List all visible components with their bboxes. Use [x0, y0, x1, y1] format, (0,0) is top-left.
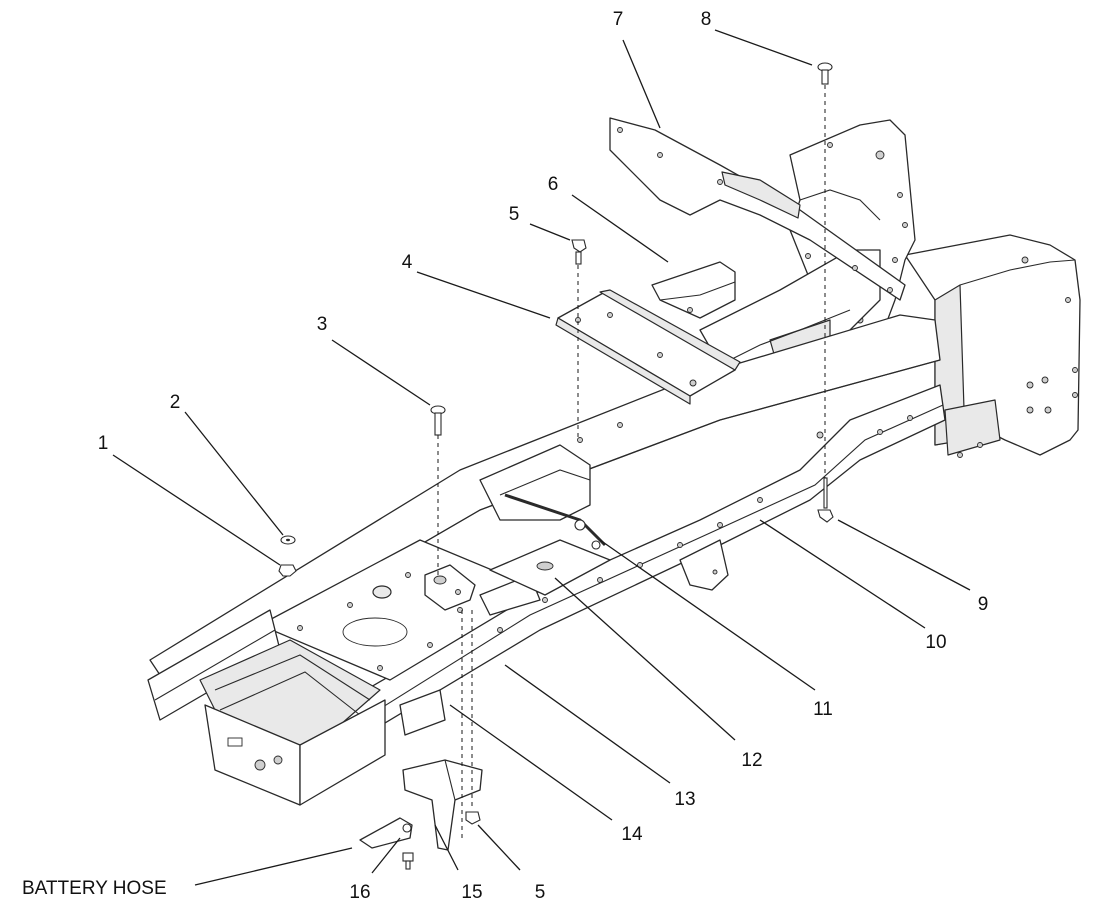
front-deck-plate: [147, 539, 541, 806]
callout-5-lower: 5: [535, 882, 546, 903]
part-4-mounting-plate: [555, 289, 741, 405]
part-6-bracket: [651, 261, 736, 319]
part-5-lower-bolt: [465, 811, 481, 825]
callout-8: 8: [701, 9, 712, 30]
callout-11: 11: [813, 699, 833, 720]
battery-hose-label: BATTERY HOSE: [22, 878, 167, 899]
part-2-washer: [280, 535, 296, 545]
callout-5-upper: 5: [509, 204, 520, 225]
part-11-linkage: [504, 493, 607, 550]
part-13-pivot-plate: [424, 564, 476, 611]
part-16-screw: [402, 852, 414, 870]
part-7-support-bar: [609, 117, 906, 301]
callout-7: 7: [613, 9, 624, 30]
callout-3: 3: [317, 314, 328, 335]
callout-16: 16: [349, 882, 370, 903]
main-frame-rails: [149, 314, 946, 781]
callout-2: 2: [170, 392, 181, 413]
callout-12: 12: [741, 750, 762, 771]
part-15-lower-bracket: [402, 759, 483, 851]
leader-lines: [112, 29, 971, 886]
callout-6: 6: [548, 174, 559, 195]
callout-10: 10: [925, 632, 946, 653]
callout-9: 9: [978, 594, 989, 615]
part-1-nut: [278, 564, 297, 577]
part-5-upper-bolt: [571, 239, 587, 265]
part-16-clamp: [359, 817, 414, 870]
callout-14: 14: [621, 824, 643, 845]
part-3-bolt: [430, 405, 446, 436]
callout-labels: 1 2 3 4 5 6 7 8 9 10 11 12 13 14 5 15 16…: [22, 9, 988, 903]
callout-1: 1: [98, 433, 109, 454]
callout-4: 4: [402, 252, 413, 273]
callout-13: 13: [674, 789, 695, 810]
callout-15: 15: [461, 882, 482, 903]
part-8-bolt: [817, 62, 833, 85]
part-12-crossmember: [479, 444, 611, 596]
